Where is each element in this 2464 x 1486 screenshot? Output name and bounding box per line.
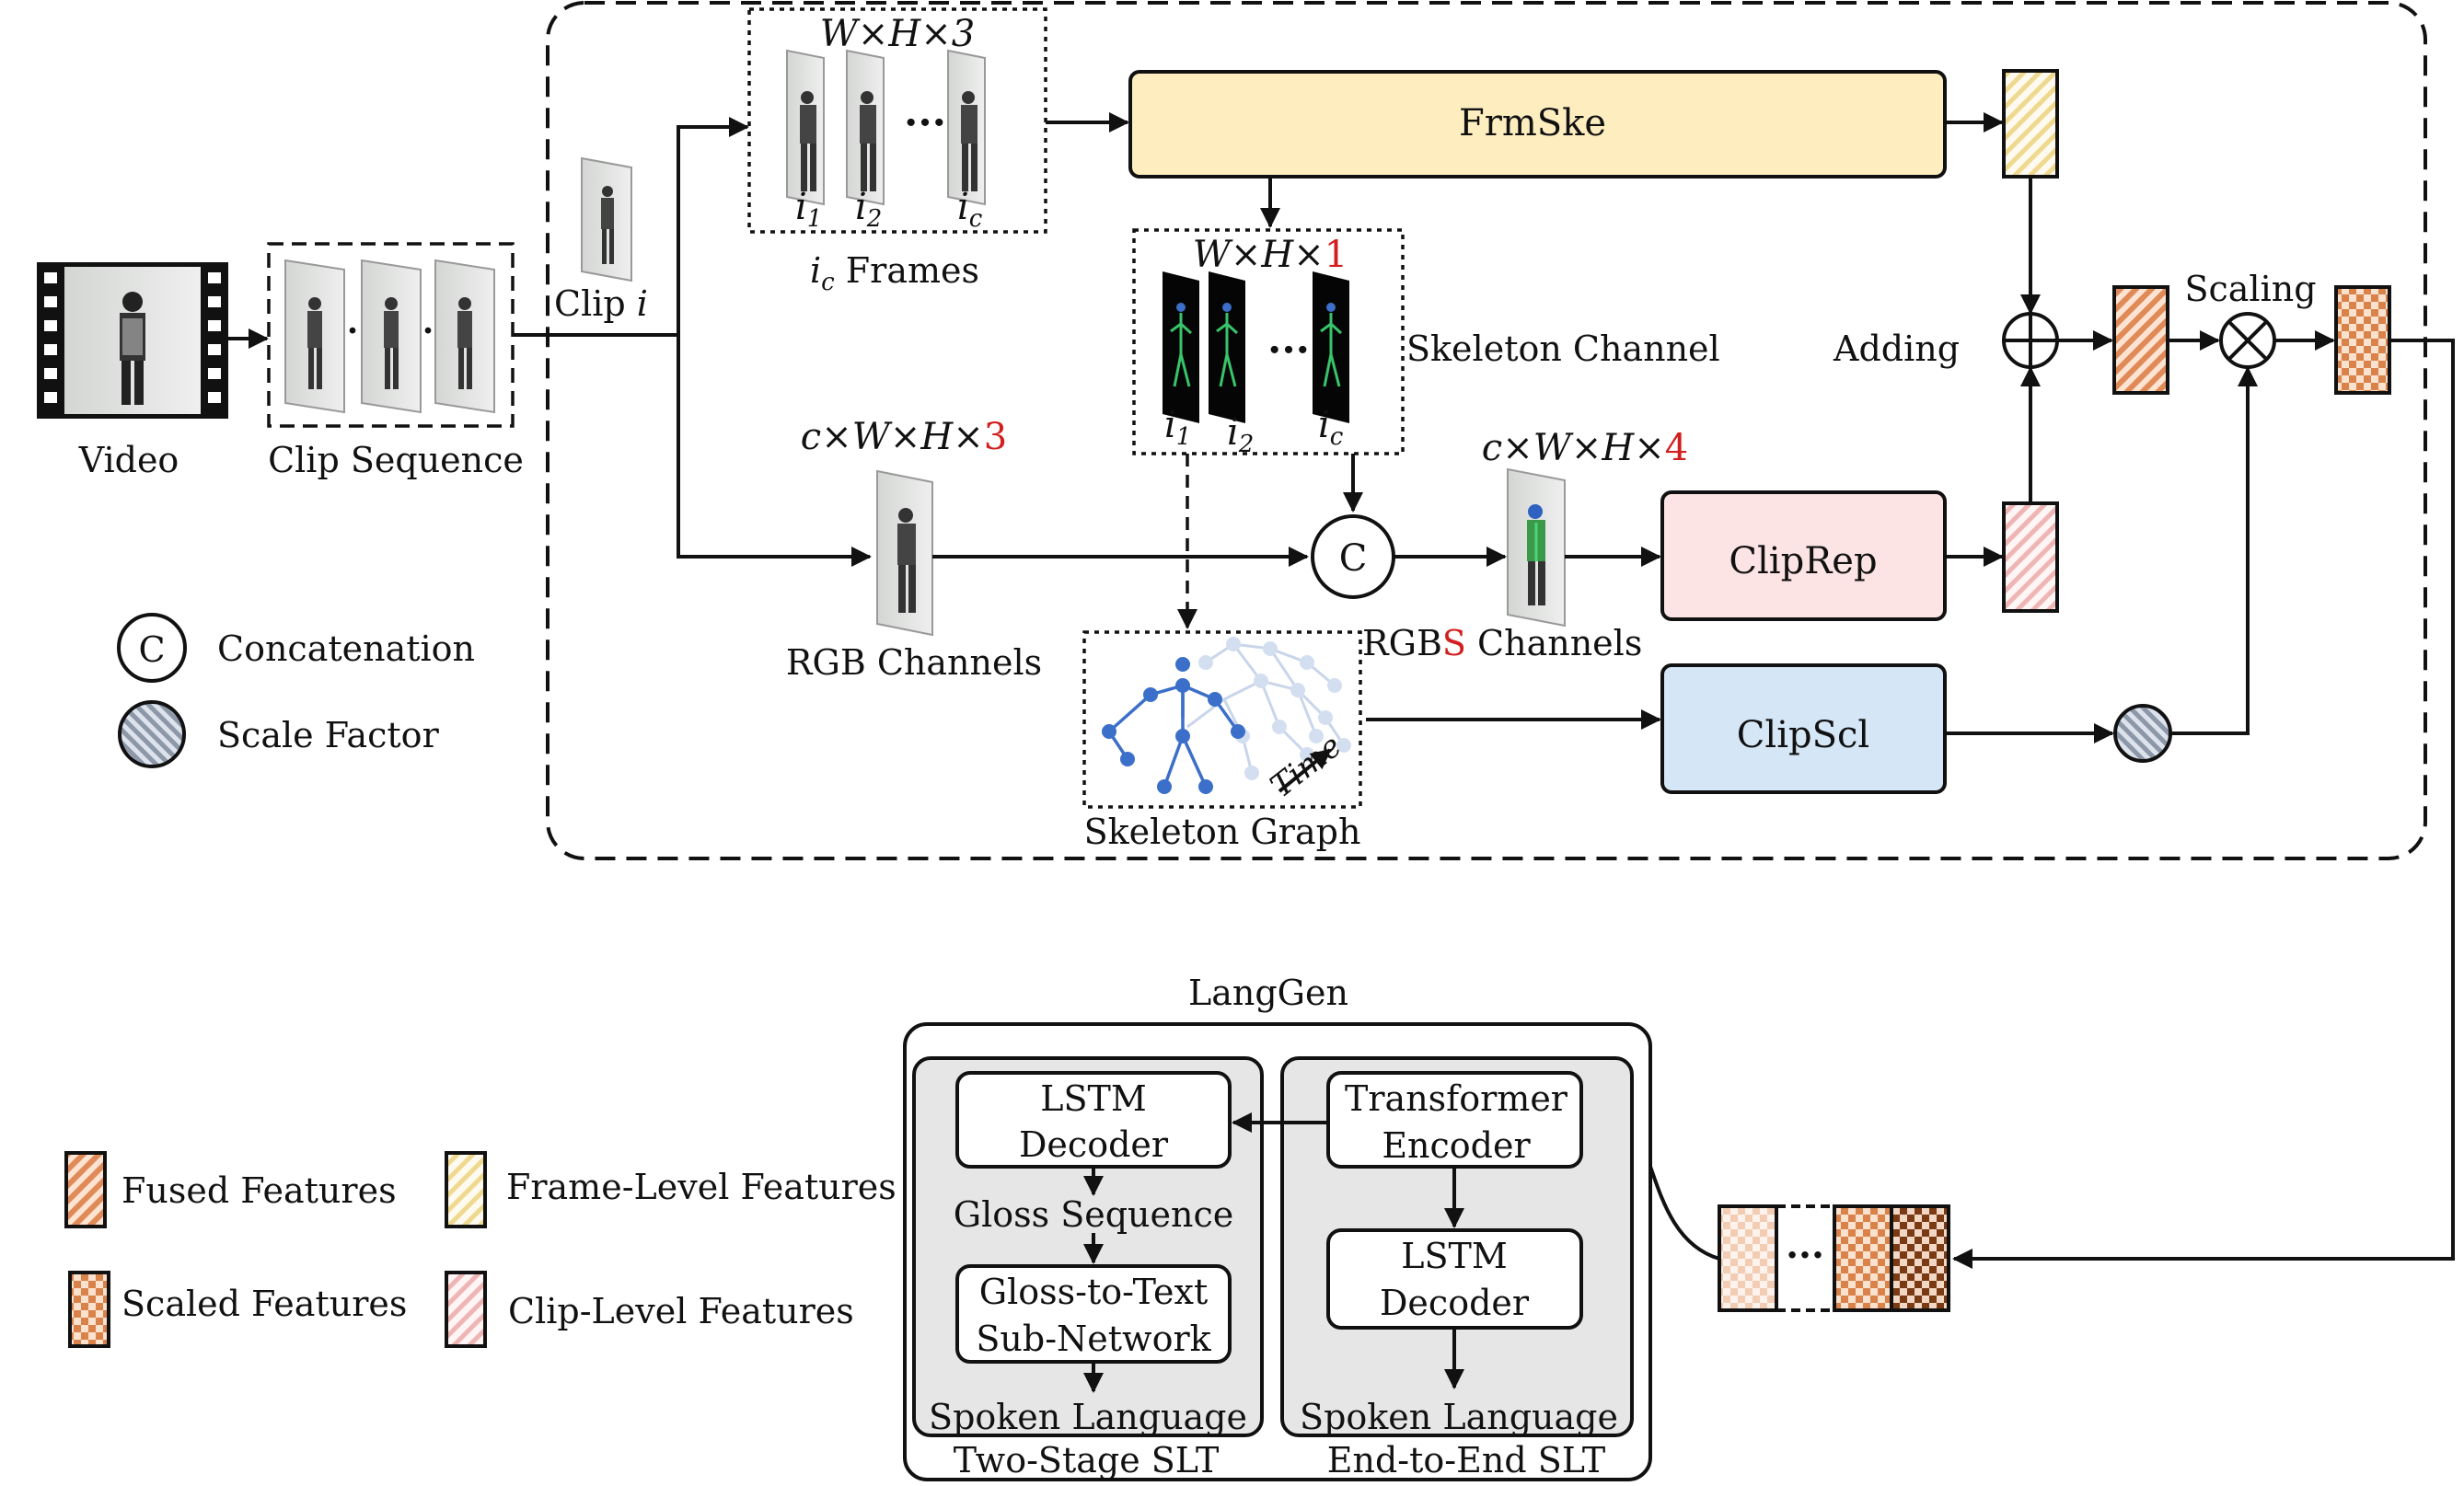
frames-label: ic Frames bbox=[810, 250, 979, 296]
clipscl-label: ClipScl bbox=[1737, 714, 1869, 756]
skeleton-idx-c: ic bbox=[1318, 404, 1344, 451]
skeleton-dims: W×H×1 bbox=[1193, 234, 1348, 276]
rgbs-dims: c×W×H×4 bbox=[1482, 427, 1688, 469]
clip-seq-ellipsis-1: · bbox=[347, 312, 359, 351]
video-label: Video bbox=[78, 440, 179, 480]
skeleton-ellipsis: ··· bbox=[1267, 327, 1310, 374]
clip-i-label: Clip i bbox=[554, 283, 648, 324]
gloss-to-text-line2: Sub-Network bbox=[976, 1319, 1211, 1359]
frames-dims: W×H×3 bbox=[820, 13, 975, 55]
rgb-channels-label: RGB Channels bbox=[786, 642, 1042, 683]
skeleton-graph-label: Skeleton Graph bbox=[1084, 812, 1361, 852]
concat-node-symbol: C bbox=[1339, 537, 1368, 580]
video-film-icon bbox=[37, 262, 228, 419]
scale-factor-node bbox=[2113, 704, 2172, 763]
skeleton-graph-box bbox=[1082, 630, 1362, 809]
legend-scaled-icon bbox=[68, 1271, 110, 1348]
clip-level-feature bbox=[2002, 501, 2059, 613]
rgb-dims: c×W×H×3 bbox=[801, 416, 1007, 458]
end-to-end-caption: End-to-End SLT bbox=[1327, 1440, 1606, 1480]
end-to-end-lstm-line1: LSTM bbox=[1401, 1236, 1508, 1276]
rgbs-channels-label: RGBS Channels bbox=[1362, 623, 1642, 663]
fused-feature bbox=[2112, 285, 2169, 395]
legend-concat-symbol: C bbox=[138, 629, 165, 670]
skeleton-channel-label: Skeleton Channel bbox=[1406, 328, 1720, 369]
feature-sequence-ellipsis: ··· bbox=[1786, 1234, 1824, 1277]
skeleton-graph-image bbox=[1102, 637, 1351, 794]
arrow-scaled-to-sequence bbox=[1952, 339, 2455, 1269]
frames-thumbnails bbox=[786, 49, 986, 206]
two-stage-lstm-line2: Decoder bbox=[1019, 1124, 1169, 1165]
legend-fused-label: Fused Features bbox=[121, 1170, 397, 1211]
adding-label: Adding bbox=[1833, 328, 1960, 369]
legend-scaled-label: Scaled Features bbox=[121, 1284, 407, 1324]
gloss-sequence-label: Gloss Sequence bbox=[954, 1194, 1234, 1235]
legend-scale-factor-label: Scale Factor bbox=[217, 715, 440, 755]
langgen-title: LangGen bbox=[1188, 973, 1348, 1013]
skeleton-channel-box bbox=[1132, 228, 1405, 455]
feature-sequence bbox=[1718, 1204, 1950, 1312]
scaled-feature bbox=[2334, 285, 2391, 395]
end-to-end-lstm-line2: Decoder bbox=[1380, 1283, 1530, 1323]
two-stage-caption: Two-Stage SLT bbox=[954, 1440, 1220, 1480]
arrow-split-to-rgb bbox=[677, 335, 872, 567]
frame-level-feature bbox=[2002, 69, 2059, 179]
transformer-line1: Transformer bbox=[1345, 1078, 1568, 1119]
frames-idx-1: i1 bbox=[795, 186, 822, 233]
arrow-scalefactor-to-scaling bbox=[2170, 366, 2258, 735]
frames-ellipsis: ··· bbox=[904, 99, 946, 146]
arrow-clipseq-to-frames bbox=[513, 117, 749, 337]
rgb-clip-thumbnail bbox=[876, 469, 933, 637]
frames-idx-2: i2 bbox=[855, 186, 882, 233]
clipscl-module bbox=[1660, 663, 1947, 794]
two-stage-lstm-line1: LSTM bbox=[1040, 1078, 1147, 1119]
skeleton-channel-images bbox=[1163, 271, 1349, 423]
scaling-label: Scaling bbox=[2184, 269, 2316, 309]
gloss-to-text-line1: Gloss-to-Text bbox=[979, 1272, 1208, 1312]
clip-sequence-label: Clip Sequence bbox=[268, 440, 524, 480]
legend-clip-level-icon bbox=[445, 1271, 487, 1348]
end-to-end-spoken-label: Spoken Language bbox=[1300, 1397, 1618, 1437]
extraction-region bbox=[546, 1, 2427, 860]
clip-i-thumbnail bbox=[581, 156, 632, 282]
two-stage-spoken-label: Spoken Language bbox=[929, 1397, 1247, 1437]
skeleton-idx-1: i1 bbox=[1164, 404, 1191, 451]
cliprep-label: ClipRep bbox=[1729, 540, 1877, 582]
frmske-label: FrmSke bbox=[1459, 102, 1606, 144]
legend-concat-icon bbox=[117, 613, 187, 683]
legend-fused-icon bbox=[64, 1151, 107, 1228]
frames-idx-c: ic bbox=[957, 186, 983, 233]
transformer-line2: Encoder bbox=[1382, 1125, 1531, 1166]
rgbs-clip-thumbnail bbox=[1507, 467, 1566, 628]
skeleton-graph-time: Time bbox=[1264, 728, 1348, 805]
legend-frame-level-icon bbox=[445, 1151, 487, 1228]
legend-concatenation-label: Concatenation bbox=[217, 628, 475, 669]
legend-frame-level-label: Frame-Level Features bbox=[506, 1167, 897, 1207]
legend-clip-level-label: Clip-Level Features bbox=[508, 1291, 854, 1331]
skeleton-idx-2: i2 bbox=[1227, 411, 1254, 458]
clip-sequence-thumbnails bbox=[284, 259, 495, 414]
clip-seq-ellipsis-2: · bbox=[422, 312, 434, 351]
legend-scale-factor-icon bbox=[118, 700, 186, 768]
